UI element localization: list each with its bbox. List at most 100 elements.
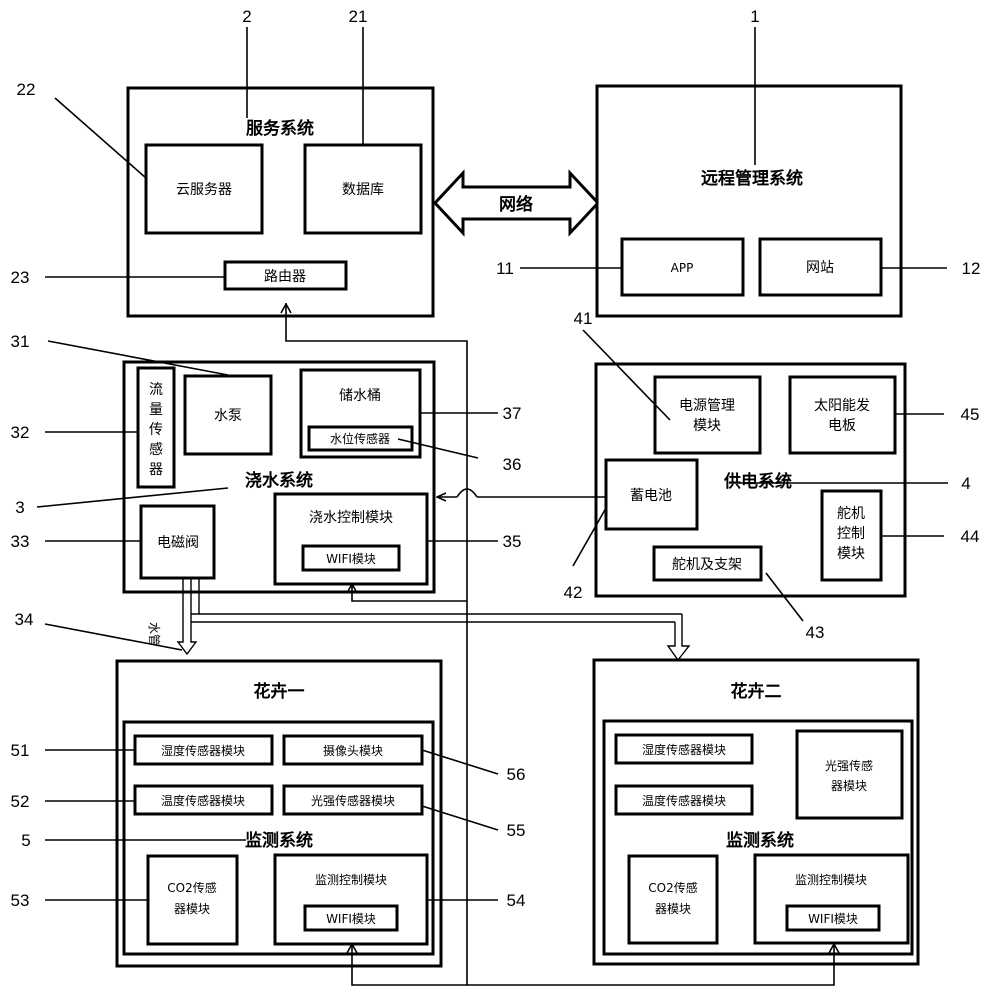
app-box	[620, 237, 745, 297]
temperature-two-label: 温度传感器模块	[642, 793, 726, 808]
website-box	[758, 237, 883, 297]
co2-two-line2: 器模块	[655, 902, 691, 916]
light-one-label: 光强传感器模块	[311, 793, 395, 808]
ref-54: 54	[507, 891, 526, 910]
monitor-one-title: 监测系统	[245, 830, 313, 851]
light-two-line1: 光强传感	[825, 758, 873, 773]
flow-sensor-char-4: 感	[149, 441, 163, 458]
ref-35: 35	[503, 532, 522, 551]
power-mgmt-line1: 电源管理	[679, 398, 735, 414]
power-line	[438, 488, 606, 497]
ref-3: 3	[15, 498, 24, 517]
flow-sensor-char-2: 量	[149, 402, 163, 418]
water-pipe-label: 水管	[147, 622, 162, 646]
level-sensor-box	[307, 425, 414, 452]
ref-43: 43	[806, 623, 825, 642]
flowerpot-one-title: 花卉一	[254, 681, 305, 702]
light-two-line2: 器模块	[831, 779, 867, 793]
ref-12: 12	[962, 259, 981, 278]
temperature-two-box	[614, 784, 754, 816]
pump-label: 水泵	[214, 408, 242, 424]
ref-4: 4	[961, 474, 970, 493]
ref-41: 41	[574, 309, 593, 328]
ref-21: 21	[349, 7, 368, 26]
ref-55: 55	[507, 821, 526, 840]
ref-53: 53	[11, 891, 30, 910]
co2-one-box	[146, 854, 239, 946]
monitor-control-two-label: 监测控制模块	[795, 873, 867, 887]
water-pipe	[176, 578, 691, 662]
router-box	[223, 260, 348, 291]
temperature-one-label: 温度传感器模块	[161, 793, 245, 808]
ref-34: 34	[15, 610, 34, 629]
cloud-server-box	[144, 143, 264, 235]
servo-control-box	[820, 489, 883, 582]
power-mgmt-line2: 模块	[693, 418, 721, 434]
network-label: 网络	[499, 194, 533, 215]
ref-44: 44	[961, 527, 980, 546]
ref-42: 42	[564, 583, 583, 602]
light-two-box	[795, 729, 904, 820]
ref-2: 2	[242, 7, 251, 26]
power-mgmt-box	[653, 375, 762, 455]
servo-control-line2: 控制	[837, 526, 865, 542]
power-system-title: 供电系统	[723, 471, 792, 492]
servo-bracket-label: 舵机及支架	[672, 557, 742, 573]
humidity-two-box	[614, 733, 754, 765]
ref-33: 33	[11, 532, 30, 551]
app-label: APP	[671, 261, 694, 275]
ref-37: 37	[503, 404, 522, 423]
servo-control-line3: 模块	[837, 546, 865, 562]
valve-label: 电磁阀	[157, 535, 199, 551]
remote-system-title: 远程管理系统	[701, 168, 803, 189]
ref-45: 45	[961, 405, 980, 424]
co2-one-line1: CO2传感	[167, 880, 216, 895]
battery-label: 蓄电池	[630, 488, 672, 504]
router-label: 路由器	[264, 269, 306, 285]
flow-sensor-char-5: 器	[149, 462, 163, 478]
ref-22: 22	[17, 80, 36, 99]
flow-sensor-box	[136, 366, 176, 489]
watering-wifi-label: WIFI模块	[326, 552, 376, 566]
monitor-two-title: 监测系统	[726, 830, 794, 851]
watering-wifi-box	[301, 544, 401, 572]
co2-two-box	[627, 854, 719, 945]
camera-one-label: 摄像头模块	[323, 743, 383, 758]
pump-box	[183, 374, 273, 456]
wifi-two-label: WIFI模块	[808, 912, 858, 926]
monitor-control-one-label: 监测控制模块	[315, 873, 387, 887]
website-label: 网站	[806, 260, 834, 276]
flow-sensor-char-3: 传	[149, 422, 163, 438]
watering-system-title: 浇水系统	[245, 470, 313, 491]
solar-panel-line1: 太阳能发	[814, 398, 870, 414]
solar-panel-box	[788, 375, 897, 455]
battery-box	[604, 458, 699, 531]
flowerpot-two-title: 花卉二	[731, 681, 782, 702]
ref-36: 36	[503, 455, 522, 474]
cloud-server-label: 云服务器	[176, 182, 232, 198]
ref-56: 56	[507, 765, 526, 784]
humidity-two-label: 湿度传感器模块	[642, 742, 726, 757]
tank-label: 储水桶	[339, 388, 381, 404]
ref-23: 23	[11, 268, 30, 287]
humidity-one-label: 湿度传感器模块	[161, 743, 245, 758]
flow-sensor-char-1: 流	[149, 382, 163, 398]
servo-control-line1: 舵机	[837, 506, 865, 522]
level-sensor-label: 水位传感器	[330, 431, 390, 446]
valve-box	[139, 504, 216, 580]
solar-panel-line2: 电板	[828, 418, 856, 434]
ref-1: 1	[750, 7, 759, 26]
wifi-one-box	[303, 904, 399, 932]
ref-31: 31	[11, 332, 30, 351]
ref-52: 52	[11, 792, 30, 811]
co2-one-line2: 器模块	[174, 902, 210, 916]
ref-32: 32	[11, 423, 30, 442]
watering-control-label: 浇水控制模块	[309, 510, 393, 526]
wifi-two-box	[785, 904, 881, 932]
leader-lines	[36, 27, 948, 901]
light-one-box	[282, 784, 424, 816]
ref-51: 51	[11, 741, 30, 760]
signal-wires	[280, 303, 840, 986]
ref-11: 11	[496, 259, 514, 278]
